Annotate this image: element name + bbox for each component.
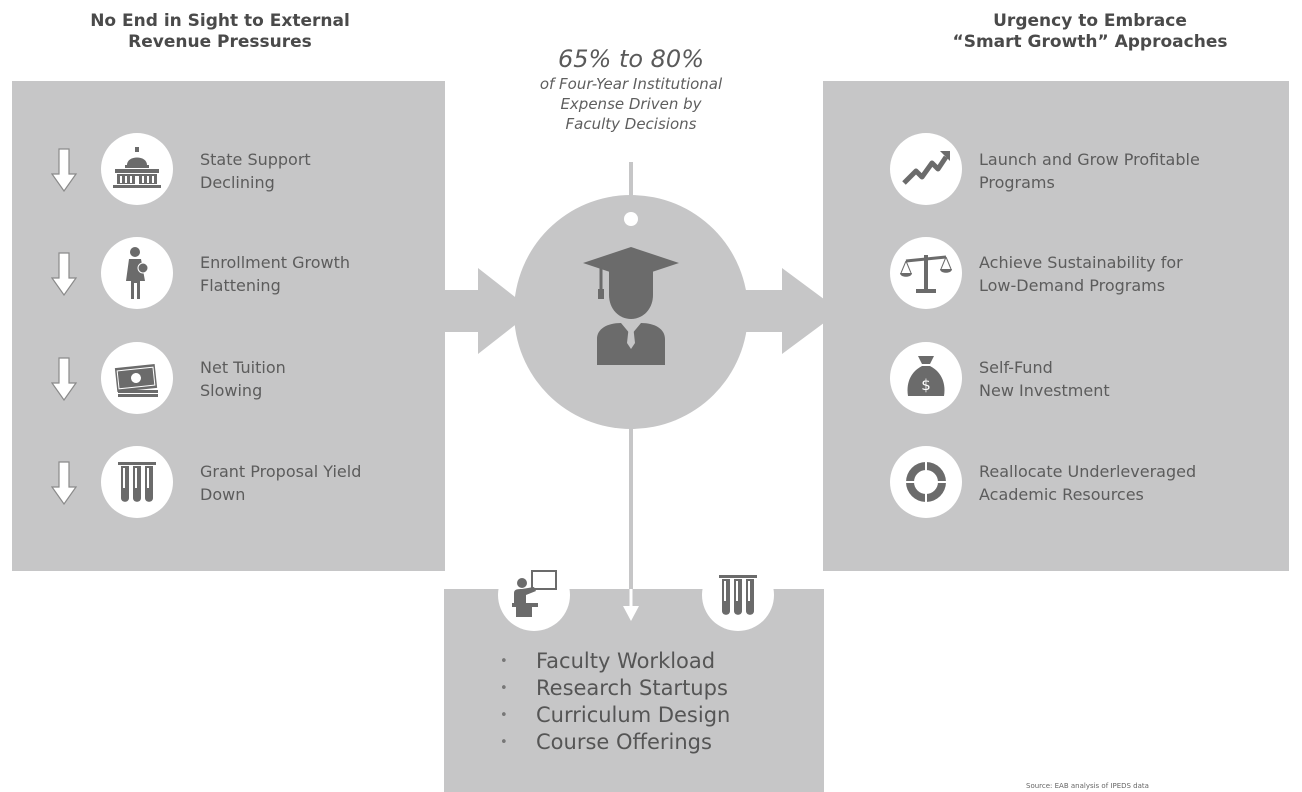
capitol-building-icon <box>101 133 173 205</box>
right-item-4-label: Reallocate Underleveraged Academic Resou… <box>979 462 1197 504</box>
source-note: Source: EAB analysis of IPEDS data <box>1026 782 1149 790</box>
test-tubes-icon <box>101 446 173 518</box>
graduate-icon <box>583 247 679 365</box>
teacher-icon <box>498 559 570 631</box>
left-panel <box>12 81 445 571</box>
down-arrow-icon <box>51 148 77 192</box>
left-item-1-label: State Support Declining <box>200 150 311 192</box>
trend-up-icon <box>890 133 962 205</box>
faculty-decisions-list: Faculty Workload Research Startups Curri… <box>497 648 730 756</box>
test-tubes-icon <box>702 559 774 631</box>
left-heading: No End in Sight to External Revenue Pres… <box>90 11 350 52</box>
top-connector-dot <box>624 212 638 226</box>
list-item: Research Startups <box>497 675 730 702</box>
list-item: Course Offerings <box>497 729 730 756</box>
left-item-3-label: Net Tuition Slowing <box>200 358 286 400</box>
down-arrow-icon <box>51 357 77 401</box>
balance-scale-icon <box>890 237 962 309</box>
down-arrow-icon <box>51 252 77 296</box>
left-item-4-label: Grant Proposal Yield Down <box>200 462 362 504</box>
stat-block: 65% to 80% of Four-Year Institutional Ex… <box>500 44 762 134</box>
svg-text:$: $ <box>921 376 931 394</box>
right-flow-arrow <box>738 268 840 354</box>
down-arrow-icon <box>51 461 77 505</box>
stat-caption-2: Expense Driven by <box>560 95 702 113</box>
right-item-1-label: Launch and Grow Profitable Programs <box>979 150 1200 192</box>
left-flow-arrow <box>444 268 533 354</box>
bottom-connector-arrowhead <box>623 606 639 621</box>
list-item: Curriculum Design <box>497 702 730 729</box>
money-bag-icon: $ <box>890 342 962 414</box>
stat-caption-3: Faculty Decisions <box>565 115 697 133</box>
right-heading: Urgency to Embrace “Smart Growth” Approa… <box>952 11 1228 52</box>
stat-value: 65% to 80% <box>557 45 705 73</box>
list-item: Faculty Workload <box>497 648 730 675</box>
mother-child-icon <box>101 237 173 309</box>
left-item-2-label: Enrollment Growth Flattening <box>200 253 350 295</box>
cycle-arrows-icon <box>890 446 962 518</box>
money-stack-icon <box>101 342 173 414</box>
stat-caption-1: of Four-Year Institutional <box>539 75 723 93</box>
right-item-2-label: Achieve Sustainability for Low-Demand Pr… <box>979 253 1183 295</box>
right-item-3-label: Self-Fund New Investment <box>979 358 1110 400</box>
